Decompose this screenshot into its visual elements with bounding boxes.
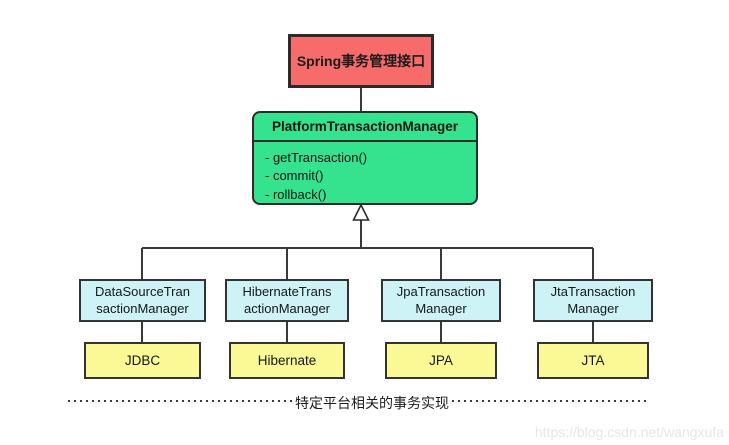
box-jpa: JPA [385, 342, 497, 379]
box-datasource-transaction-manager: DataSourceTran sactionManager [79, 279, 206, 322]
impl-label: Hibernate [257, 353, 317, 368]
box-jpa-transaction-manager: JpaTransaction Manager [381, 279, 501, 322]
spring-transaction-interface-box: Spring事务管理接口 [288, 34, 434, 88]
manager-label-line1: JpaTransaction [396, 283, 486, 299]
inheritance-arrow-icon [352, 203, 370, 221]
footer-caption: 特定平台相关的事务实现 [292, 393, 452, 413]
box-jta: JTA [537, 342, 649, 379]
box-jta-transaction-manager: JtaTransaction Manager [533, 279, 653, 322]
method-commit: - commit() [265, 168, 324, 184]
box-hibernate: Hibernate [229, 342, 345, 379]
box-hibernate-transaction-manager: HibernateTrans actionManager [225, 279, 349, 322]
impl-label: JPA [429, 353, 453, 368]
manager-label-line2: actionManager [244, 300, 330, 316]
manager-label-line2: Manager [567, 300, 619, 316]
interface-box-label: Spring事务管理接口 [296, 53, 426, 69]
manager-label-line2: Manager [415, 300, 467, 316]
method-rollback: - rollback() [265, 186, 327, 202]
platform-box-title: PlatformTransactionManager [254, 113, 476, 142]
platform-box-methods: - getTransaction() - commit() - rollback… [254, 142, 476, 203]
box-jdbc: JDBC [84, 342, 201, 379]
manager-label-line1: DataSourceTran [95, 283, 190, 299]
platform-transaction-manager-box: PlatformTransactionManager - getTransact… [252, 111, 478, 205]
watermark-url: https://blog.csdn.net/wangxufa [534, 424, 724, 440]
manager-label-line2: sactionManager [96, 300, 189, 316]
impl-label: JTA [581, 353, 605, 368]
manager-label-line1: HibernateTrans [242, 283, 332, 299]
manager-label-line1: JtaTransaction [550, 283, 636, 299]
impl-label: JDBC [124, 353, 161, 368]
method-get-transaction: - getTransaction() [265, 150, 368, 165]
